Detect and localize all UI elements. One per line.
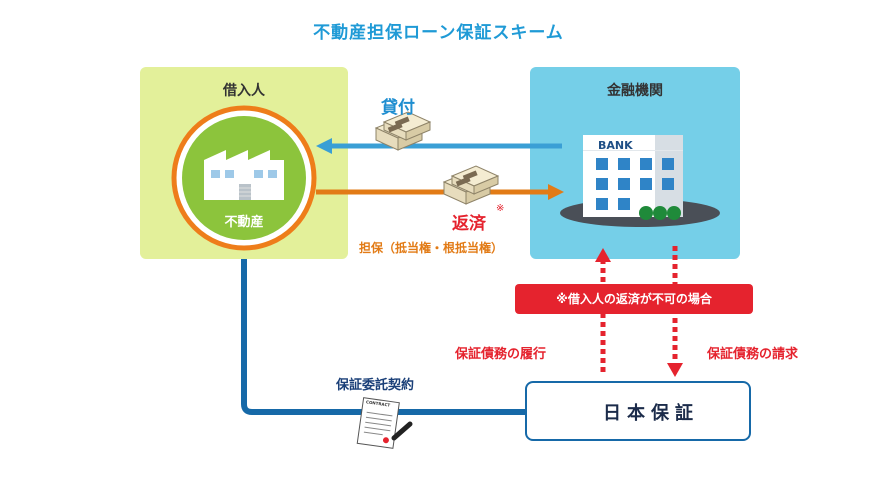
loan-label: 貸付: [381, 98, 415, 118]
property-label: 不動産: [224, 215, 264, 230]
bank-building-icon: [560, 135, 720, 227]
repayment-label: 返済: [452, 214, 486, 234]
bank-label: 金融機関: [607, 83, 663, 99]
contract-line: [241, 259, 527, 415]
contract-document-icon: [356, 397, 400, 449]
money-stack-icon: [442, 165, 500, 205]
contract-label: 保証委託契約: [336, 378, 415, 393]
money-stack-icon: [374, 111, 432, 151]
claim-label: 保証債務の請求: [707, 347, 799, 362]
guarantor-box: [525, 381, 751, 441]
borrower-label: 借入人: [223, 83, 265, 99]
factory-icon: [204, 150, 284, 200]
repayment-arrowhead: [548, 184, 564, 200]
pen-icon: [391, 421, 413, 441]
diagram-title: 不動産担保ローン保証スキーム: [313, 23, 564, 43]
bank-sign: BANK: [598, 139, 633, 152]
default-condition-banner: ※借入人の返済が不可の場合: [515, 284, 753, 314]
collateral-label: 担保（抵当権・根抵当権）: [359, 241, 504, 255]
guarantor-name: 日本保証: [603, 403, 699, 424]
fulfillment-arrowhead: [595, 248, 611, 262]
loan-arrowhead: [316, 138, 332, 154]
fulfillment-label: 保証債務の履行: [455, 347, 547, 362]
repayment-note-mark: ※: [496, 203, 505, 214]
claim-arrowhead: [667, 363, 683, 377]
